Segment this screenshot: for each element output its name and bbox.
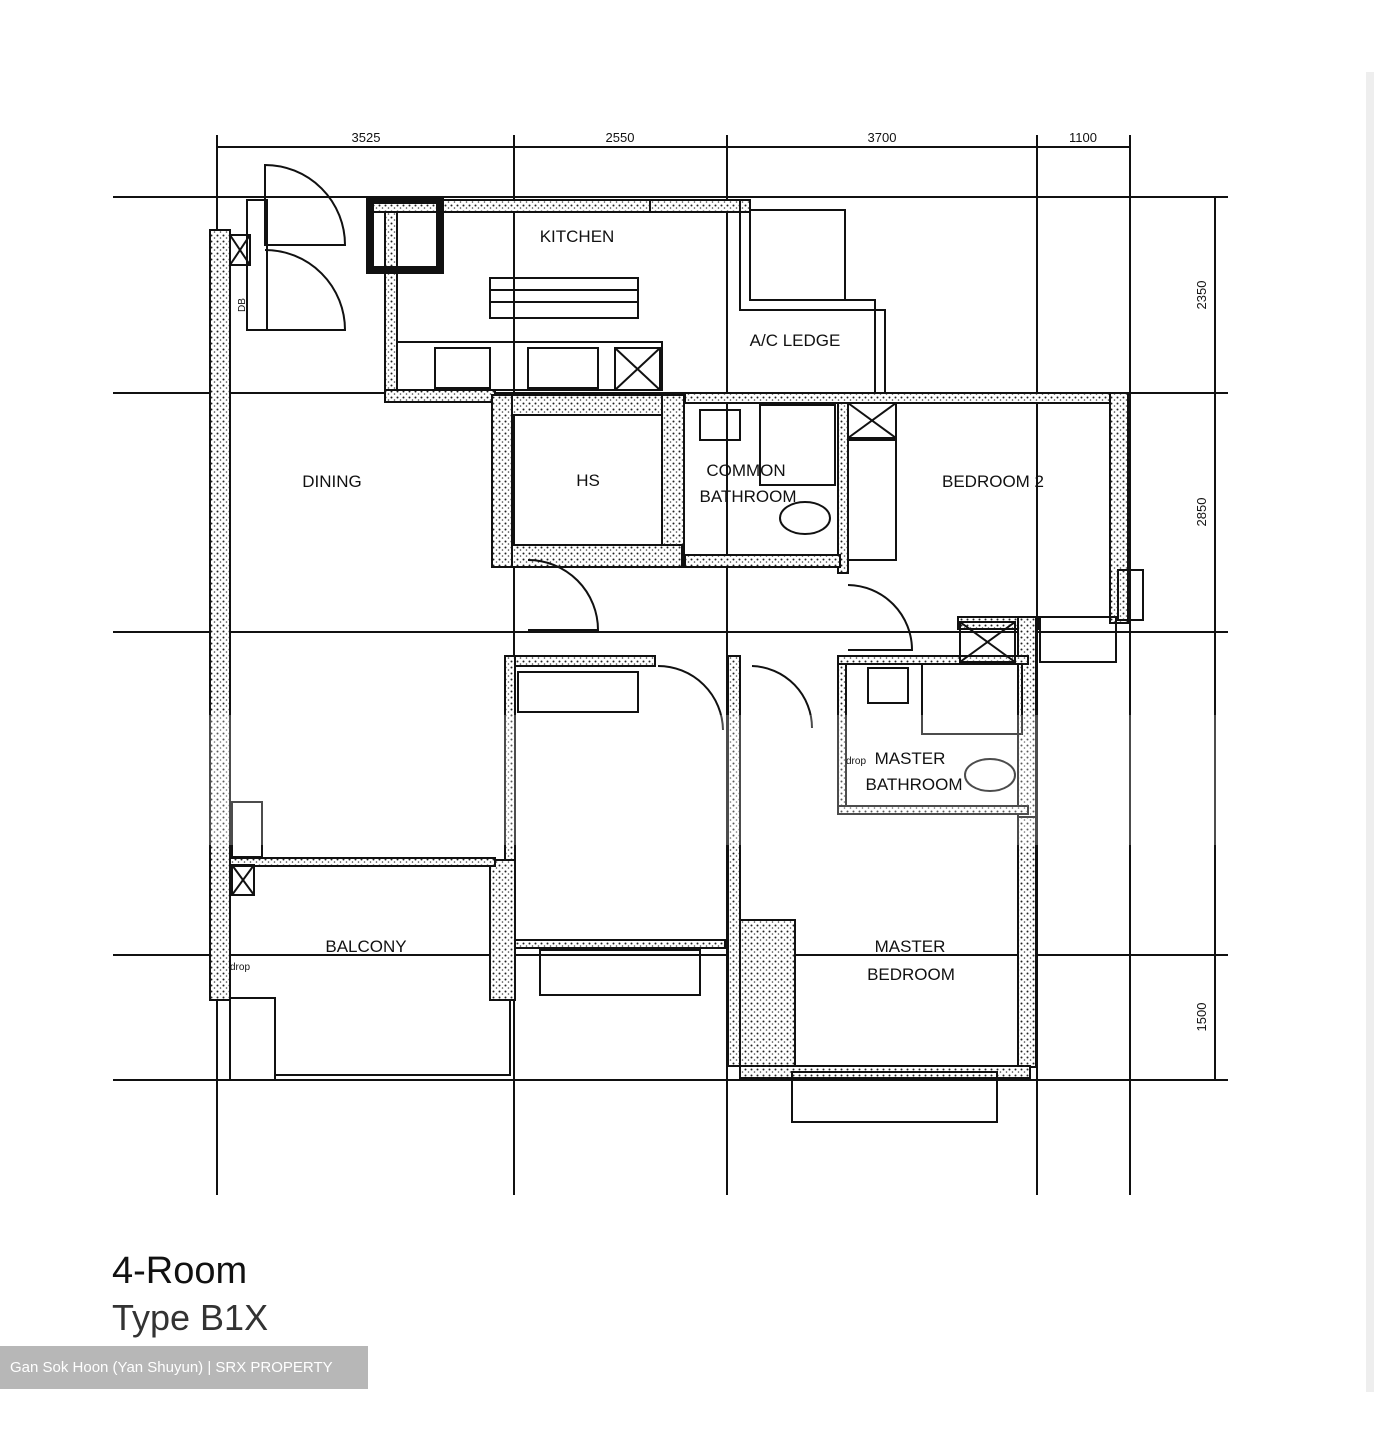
room-label-balcony: BALCONY — [325, 937, 406, 956]
dimension-top-4: 1100 — [1069, 130, 1097, 145]
room-label-dining: DINING — [302, 472, 362, 491]
room-label-master-bedroom-1: MASTER — [875, 937, 946, 956]
room-label-bedroom-2: BEDROOM 2 — [942, 472, 1044, 491]
dimension-right-1: 2350 — [1194, 281, 1209, 310]
watermark: Gan Sok Hoon (Yan Shuyun) | SRX PROPERTY — [0, 1346, 368, 1389]
walls — [209, 199, 1129, 1081]
dimension-top-3: 3700 — [868, 130, 897, 145]
room-label-ac-ledge: A/C LEDGE — [750, 331, 841, 350]
room-label-hs: HS — [576, 471, 600, 490]
dimension-right-3: 1500 — [1194, 1003, 1209, 1032]
room-label-common-bathroom-1: COMMON — [706, 461, 785, 480]
room-label-master-bathroom-2: BATHROOM — [866, 775, 963, 794]
blurred-band — [205, 715, 1365, 845]
dimension-top-1: 3525 — [352, 130, 381, 145]
db-label: DB — [237, 298, 248, 312]
drop-label-balcony: drop — [230, 962, 250, 973]
room-label-master-bathroom-1: MASTER — [875, 749, 946, 768]
room-label-master-bedroom-2: BEDROOM — [867, 965, 955, 984]
plan-title: 4-Room — [112, 1250, 248, 1292]
dimension-top-2: 2550 — [606, 130, 635, 145]
grid-lines — [113, 135, 1228, 1195]
drop-label: drop — [846, 756, 866, 767]
room-label-common-bathroom-2: BATHROOM — [700, 487, 797, 506]
scrollbar[interactable] — [1366, 72, 1374, 1392]
fixtures — [229, 163, 1144, 1123]
plan-subtitle: Type B1X — [112, 1297, 269, 1338]
dimension-right-2: 2850 — [1194, 498, 1209, 527]
room-label-kitchen: KITCHEN — [540, 227, 615, 246]
